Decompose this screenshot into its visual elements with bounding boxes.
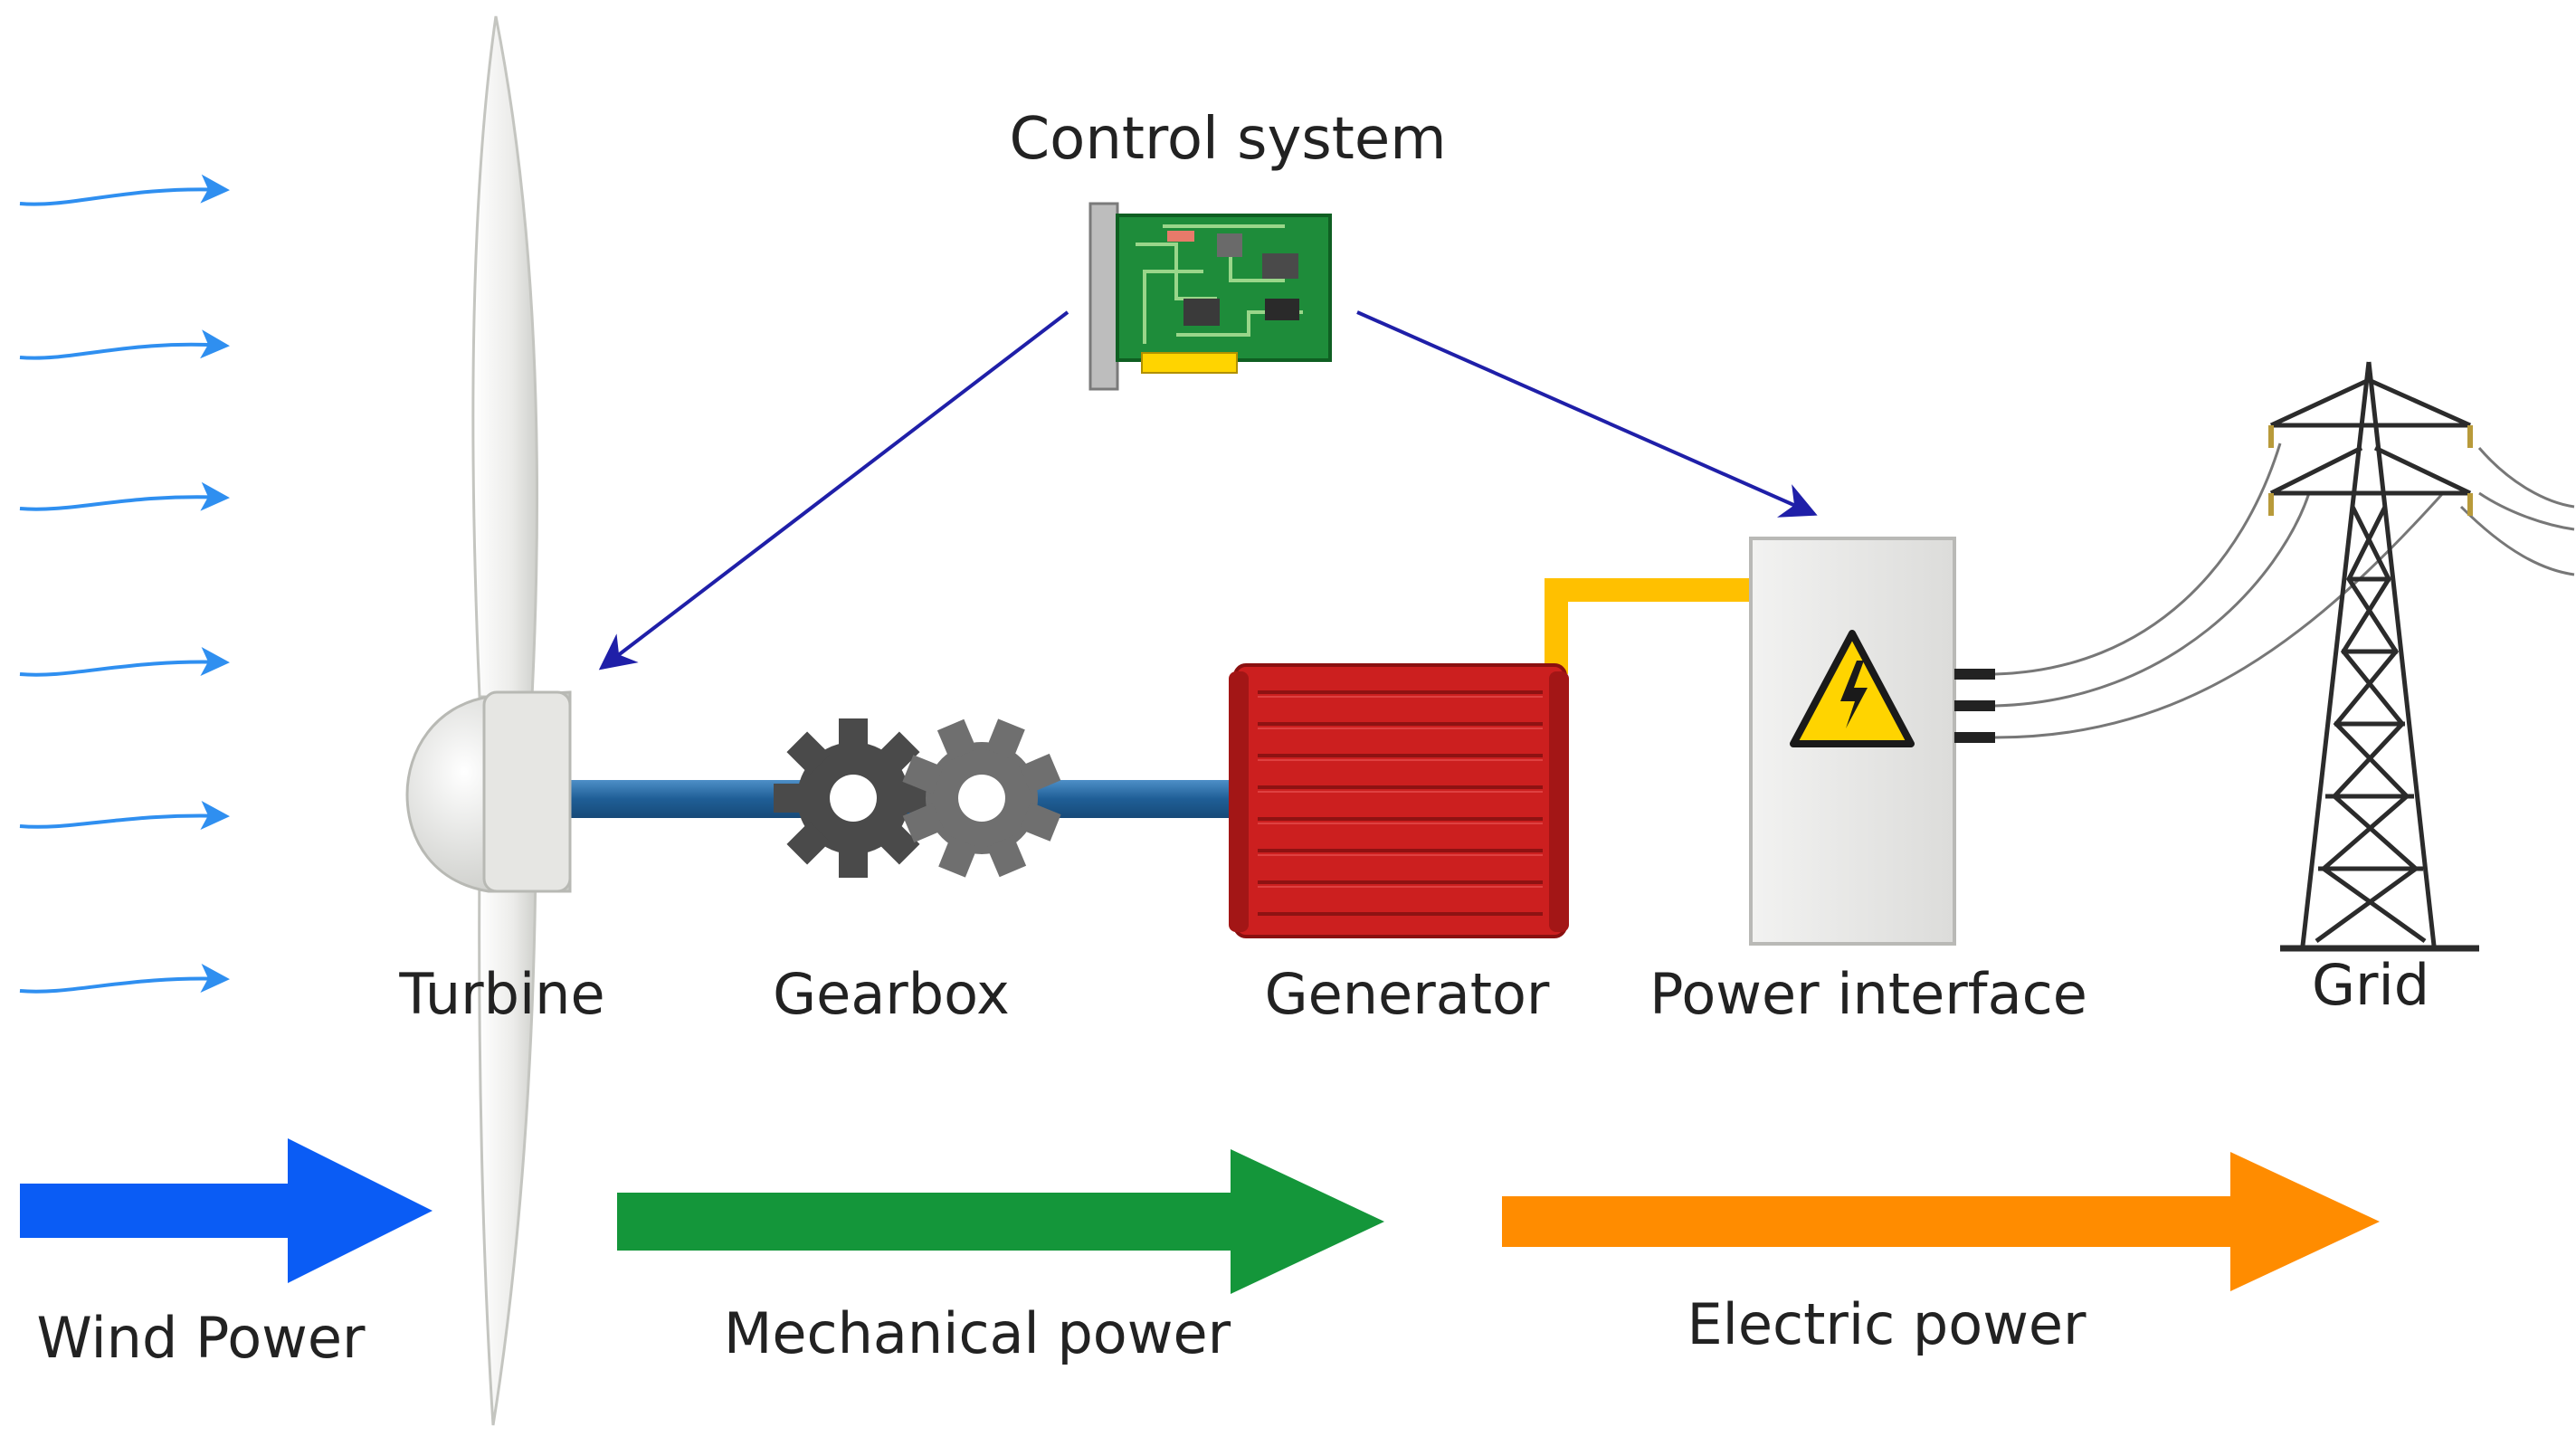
control-system-label: Control system <box>1009 106 1446 173</box>
wind-line <box>19 174 230 206</box>
wind-line <box>19 481 230 511</box>
turbine-icon <box>405 15 572 1426</box>
wind-line <box>19 329 230 360</box>
wind-line <box>19 800 230 830</box>
wind-line <box>19 963 230 994</box>
wind-power-label: Wind Power <box>37 1305 366 1371</box>
power-interface-cabinet <box>1749 537 1995 946</box>
power-interface-label: Power interface <box>1649 961 2087 1027</box>
wind-flow-lines <box>19 174 230 994</box>
turbine-blade-lower <box>478 858 537 1426</box>
circuit-board-icon <box>1088 202 1332 391</box>
mechanical-power-arrow <box>617 1149 1384 1294</box>
control-arrow-to-turbine <box>598 310 1069 671</box>
turbine-blade-upper <box>471 15 538 699</box>
mechanical-power-label: Mechanical power <box>724 1300 1231 1366</box>
generator-label: Generator <box>1265 961 1550 1027</box>
gears-icon <box>774 718 1061 878</box>
power-cable <box>1545 578 1751 674</box>
electric-power-arrow <box>1502 1152 2380 1291</box>
wind-power-arrow <box>20 1138 433 1283</box>
electric-power-label: Electric power <box>1687 1291 2086 1357</box>
transmission-tower-icon <box>2268 361 2479 952</box>
grid-label: Grid <box>2312 952 2429 1018</box>
control-signal-arrows <box>598 310 1818 671</box>
high-voltage-warning-icon <box>1790 630 1915 747</box>
wind-line <box>19 646 230 677</box>
turbine-label: Turbine <box>398 961 604 1027</box>
generator-icon <box>1229 663 1569 938</box>
turbine-nacelle <box>482 690 572 893</box>
gearbox-label: Gearbox <box>773 961 1010 1027</box>
control-arrow-to-power-interface <box>1356 310 1818 518</box>
